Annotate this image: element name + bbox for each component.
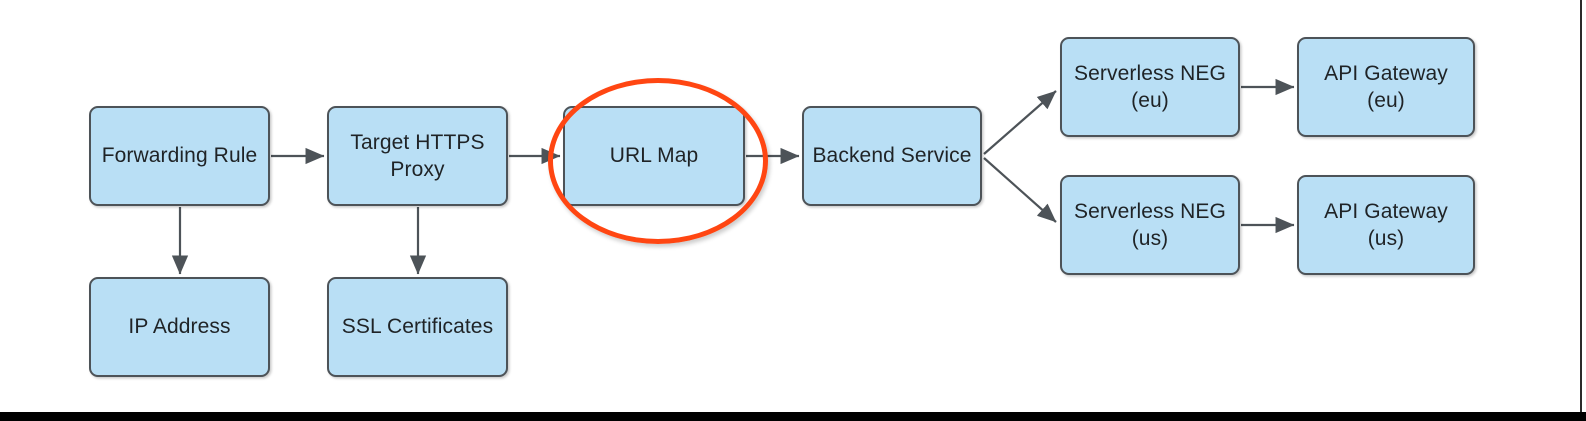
node-url-map[interactable]: URL Map [563,106,745,206]
node-ssl-certificates[interactable]: SSL Certificates [327,277,508,377]
node-api-gateway-us[interactable]: API Gateway (us) [1297,175,1475,275]
node-ip-address[interactable]: IP Address [89,277,270,377]
node-api-gateway-eu[interactable]: API Gateway (eu) [1297,37,1475,137]
edge-backend-service-to-serverless-neg-eu [983,90,1057,155]
node-label-api-gateway-us: API Gateway (us) [1324,199,1448,250]
node-serverless-neg-us[interactable]: Serverless NEG (us) [1060,175,1240,275]
node-label-serverless-neg-eu: Serverless NEG (eu) [1074,61,1226,112]
node-label-backend-service: Backend Service [812,144,972,168]
node-label-forwarding-rule: Forwarding Rule [101,144,258,168]
node-target-https-proxy[interactable]: Target HTTPS Proxy [327,106,508,206]
right-edge-rule [1580,0,1582,412]
bottom-bar [0,412,1586,421]
node-label-url-map: URL Map [609,144,699,168]
node-label-ssl-certificates: SSL Certificates [341,315,494,339]
node-label-api-gateway-eu: API Gateway (eu) [1324,61,1448,112]
node-serverless-neg-eu[interactable]: Serverless NEG (eu) [1060,37,1240,137]
node-forwarding-rule[interactable]: Forwarding Rule [89,106,270,206]
node-label-target-https-proxy: Target HTTPS Proxy [350,130,485,181]
node-label-serverless-neg-us: Serverless NEG (us) [1074,199,1226,250]
node-label-ip-address: IP Address [128,315,231,339]
node-backend-service[interactable]: Backend Service [802,106,982,206]
edge-backend-service-to-serverless-neg-us [983,157,1057,223]
